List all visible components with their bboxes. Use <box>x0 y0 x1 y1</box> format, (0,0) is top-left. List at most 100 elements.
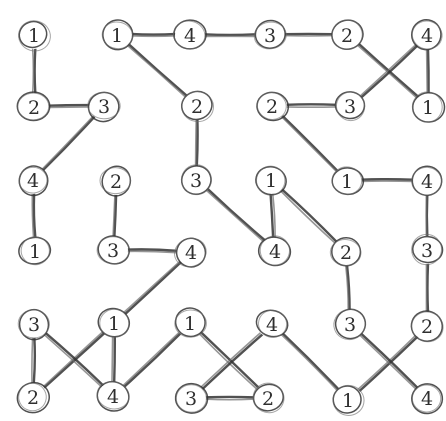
node-label: 1 <box>265 170 277 192</box>
node-fill <box>253 384 283 412</box>
node-fill <box>98 382 128 410</box>
node-ring <box>331 166 363 195</box>
node-n14: 2 <box>99 165 132 197</box>
node-label: 1 <box>28 25 40 47</box>
node-ring <box>174 237 207 268</box>
node-fill <box>335 310 365 338</box>
node-label: 1 <box>422 97 434 119</box>
node-label: 2 <box>341 25 353 47</box>
node-n9: 2 <box>180 90 214 123</box>
edge-stroke <box>113 193 118 238</box>
node-n16: 1 <box>255 165 287 196</box>
node-fill <box>182 92 212 120</box>
node-ring <box>174 382 209 414</box>
edge-stroke <box>271 193 276 238</box>
edges-layer <box>31 32 430 401</box>
edge-stroke <box>31 337 34 384</box>
node-label: 2 <box>27 387 39 409</box>
node-fill <box>102 21 132 49</box>
edge-n2-n3 <box>129 32 178 38</box>
edge-stroke <box>129 32 178 36</box>
edge-stroke <box>205 189 265 243</box>
edge-stroke <box>42 333 103 389</box>
node-ring <box>255 165 287 196</box>
edge-n3-n4 <box>202 33 258 38</box>
edge-n14-n20 <box>112 193 118 238</box>
edge-stroke <box>122 332 182 389</box>
edge-stroke <box>357 335 419 393</box>
node-fill <box>176 384 206 412</box>
edge-stroke <box>31 48 35 94</box>
node-label: 3 <box>190 170 202 192</box>
edge-stroke <box>125 248 179 252</box>
node-fill <box>412 236 442 264</box>
node-n10: 2 <box>256 91 290 122</box>
edge-stroke <box>280 187 338 243</box>
edge-stroke <box>31 193 35 238</box>
node-ring <box>410 19 442 51</box>
node-ring <box>18 20 51 52</box>
edge-stroke <box>280 115 338 173</box>
edge-stroke <box>356 334 417 391</box>
node-ring <box>174 309 207 338</box>
node-ring <box>252 382 285 414</box>
node-ring <box>411 20 443 50</box>
edge-stroke <box>279 189 336 244</box>
node-n29: 3 <box>333 308 367 341</box>
node-label: 4 <box>184 25 196 47</box>
node-n5: 2 <box>331 19 364 51</box>
node-label: 2 <box>340 242 352 264</box>
node-ring <box>175 384 207 413</box>
edge-stroke <box>426 47 430 95</box>
edge-stroke <box>41 115 96 172</box>
node-label: 2 <box>110 171 122 193</box>
node-ring <box>411 233 442 266</box>
node-ring <box>329 239 362 267</box>
node-ring <box>411 311 444 343</box>
edge-stroke <box>360 44 419 99</box>
edge-n15-n22 <box>205 187 267 243</box>
edge-stroke <box>47 106 91 109</box>
edge-n1-n7 <box>31 47 37 95</box>
node-label: 4 <box>107 386 119 408</box>
edge-stroke <box>32 336 37 385</box>
node-fill <box>19 93 49 121</box>
edge-n25-n32 <box>42 331 105 389</box>
edge-stroke <box>359 177 415 181</box>
node-fill <box>260 237 290 265</box>
edge-n23-n29 <box>345 264 351 312</box>
node-n1: 1 <box>18 20 51 52</box>
node-fill <box>101 167 131 195</box>
node-n30: 2 <box>410 310 444 343</box>
node-n6: 4 <box>410 19 443 51</box>
node-ring <box>99 167 131 195</box>
edge-stroke <box>359 331 419 389</box>
node-ring <box>99 308 130 338</box>
node-ring <box>172 20 206 50</box>
node-n19: 1 <box>18 236 52 266</box>
node-ring <box>331 19 363 50</box>
edge-n4-n5 <box>282 32 335 37</box>
node-fill <box>332 167 362 195</box>
node-n26: 1 <box>97 307 131 338</box>
node-n21: 4 <box>174 237 207 268</box>
node-fill <box>335 92 365 120</box>
node-n33: 3 <box>174 382 209 414</box>
edge-n17-n18 <box>359 177 415 183</box>
node-ring <box>181 91 214 123</box>
edge-n8-n13 <box>41 114 96 172</box>
edge-n30-n35 <box>356 334 419 393</box>
node-ring <box>18 382 47 412</box>
edge-stroke <box>345 265 350 311</box>
node-n28: 4 <box>255 309 289 338</box>
node-ring <box>259 235 290 266</box>
edge-n28-n33 <box>199 331 264 391</box>
node-fill <box>181 166 211 194</box>
node-n22: 4 <box>257 235 292 267</box>
node-n34: 2 <box>252 382 285 414</box>
edge-stroke <box>206 187 267 242</box>
node-fill <box>89 92 119 120</box>
edge-n6-n11 <box>359 43 419 99</box>
